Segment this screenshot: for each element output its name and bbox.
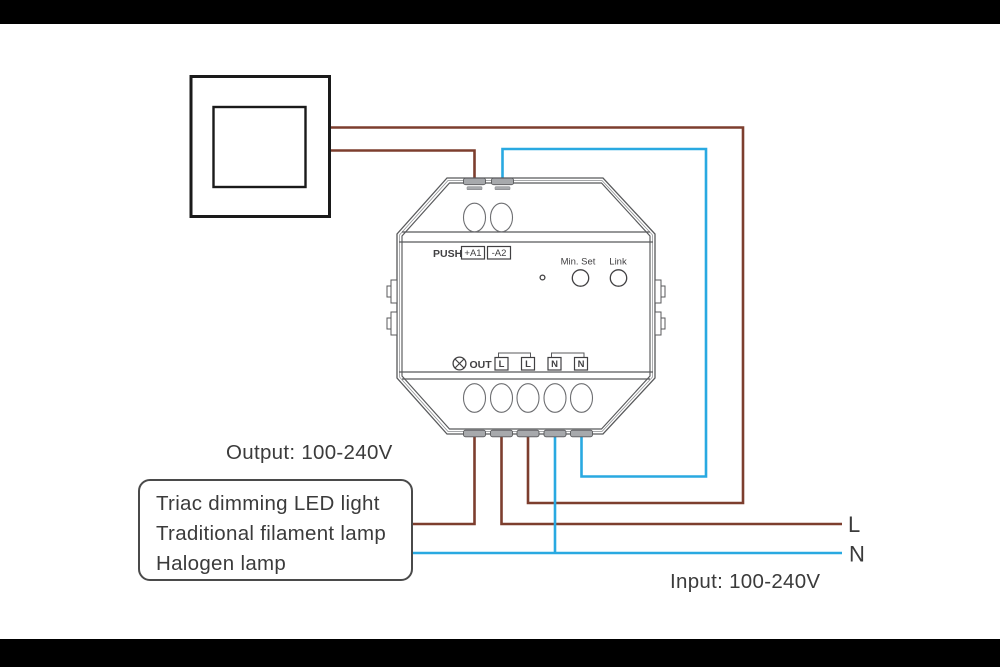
dimmer-module: PUSH +A1 -A2 Min. Set Link OUT L L N N [386, 177, 666, 438]
left-clip [390, 279, 398, 304]
min-set-label: Min. Set [561, 257, 596, 268]
status-led [539, 274, 546, 281]
out-label: OUT [470, 359, 493, 371]
terminal-n2-label: N [578, 359, 585, 370]
terminal-tab [516, 429, 540, 438]
module-inner-outline [401, 182, 651, 430]
terminal-n2-box [573, 356, 589, 371]
wire-hole [489, 202, 514, 233]
right-clip [654, 311, 662, 336]
wire-hole [543, 383, 567, 413]
module-bevel-line [399, 180, 653, 432]
terminal-l2-box [520, 356, 536, 371]
l-pair-bridge [498, 352, 531, 358]
switch-rocker [212, 105, 307, 189]
terminal-tab [570, 429, 593, 438]
terminal-tab [543, 429, 567, 438]
wire-hole [462, 202, 487, 233]
wire-hole [569, 383, 594, 413]
push-label: PUSH [433, 248, 462, 260]
terminal-l1-box [494, 356, 509, 371]
terminal-tab-strip [466, 186, 483, 190]
live-wire-switch-feed [328, 149, 476, 183]
neutral-wire-module-loop [501, 147, 708, 478]
a2-terminal-box [486, 245, 512, 260]
terminal-tab [490, 429, 513, 438]
a2-terminal-label: -A2 [492, 248, 507, 259]
terminal-l1-label: L [499, 359, 505, 370]
mains-neutral-label: N [849, 542, 865, 567]
n-pair-bridge [551, 352, 585, 358]
load-line-2: Traditional filament lamp [156, 522, 386, 545]
live-mains-wire [500, 431, 842, 526]
terminal-l2-label: L [525, 359, 531, 370]
lamp-symbol-icon [452, 356, 467, 371]
wire-holes [462, 202, 594, 413]
wire-hole [462, 383, 487, 413]
wire-hole [489, 383, 514, 413]
load-line-1: Triac dimming LED light [156, 492, 380, 515]
terminal-tab-strip [494, 186, 511, 190]
bottom-letterbox-bar [0, 639, 1000, 667]
a1-terminal-box [460, 245, 486, 260]
right-clip [654, 279, 662, 304]
terminal-tab [463, 429, 486, 438]
mounting-clips [386, 279, 666, 336]
load-box-outline [138, 479, 413, 581]
wire-hole [516, 383, 540, 413]
left-clip [390, 311, 398, 336]
wires [328, 126, 842, 555]
terminal-n1-label: N [551, 359, 558, 370]
top-letterbox-bar [0, 0, 1000, 24]
terminal-n1-box [547, 356, 562, 371]
live-wire-switch-loop [328, 126, 745, 505]
a1-terminal-label: +A1 [464, 248, 481, 259]
terminal-tab [491, 177, 514, 186]
terminal-tab [463, 177, 486, 186]
link-label: Link [609, 257, 627, 268]
min-set-button [571, 269, 590, 287]
load-box: Triac dimming LED light Traditional fila… [138, 479, 413, 581]
input-voltage-label: Input: 100-240V [670, 570, 820, 593]
output-wire-to-load [411, 431, 476, 526]
load-line-3: Halogen lamp [156, 552, 286, 575]
output-voltage-label: Output: 100-240V [226, 441, 393, 464]
link-button [609, 269, 628, 287]
mains-live-label: L [848, 512, 860, 537]
terminal-tabs [463, 177, 593, 438]
wall-push-switch [189, 75, 331, 218]
